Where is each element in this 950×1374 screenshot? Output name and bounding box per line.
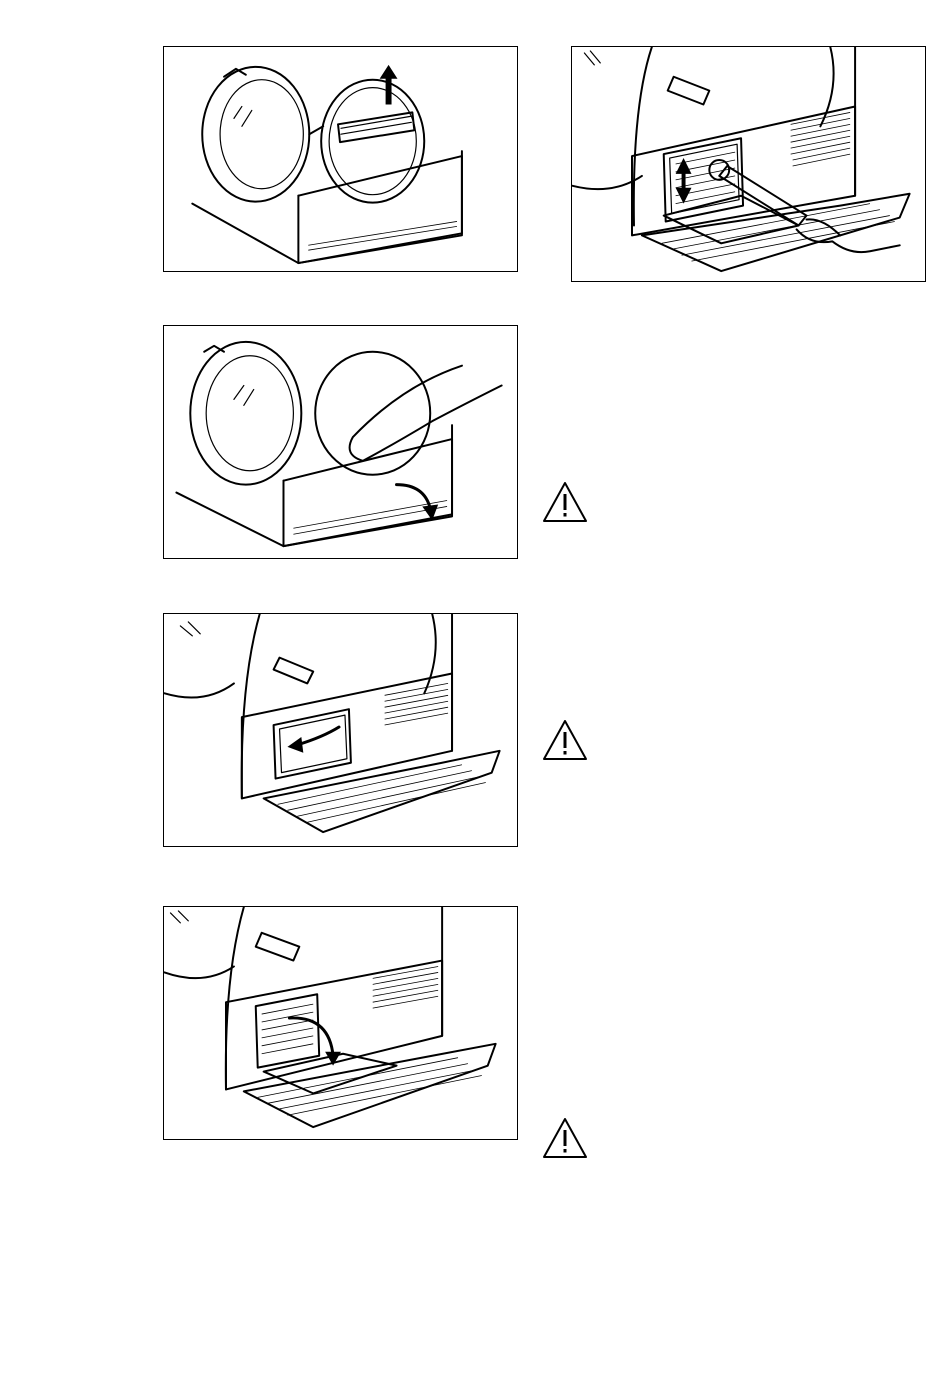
- dryer-door-open-drawing: [164, 47, 517, 271]
- pull-filter-drawing: [164, 907, 517, 1139]
- illustration-clean-filter-with-vacuum: [571, 46, 926, 282]
- turn-lock-drawing: [164, 614, 517, 846]
- illustration-pull-out-filter: [163, 906, 518, 1140]
- warning-triangle-icon: [541, 480, 589, 524]
- warning-triangle-icon: [541, 718, 589, 762]
- illustration-open-plinth-flap: [163, 325, 518, 559]
- open-flap-drawing: [164, 326, 517, 558]
- vacuum-cleaning-drawing: [572, 47, 925, 281]
- illustration-turn-filter-lock: [163, 613, 518, 847]
- illustration-remove-door-filter: [163, 46, 518, 272]
- warning-triangle-icon: [541, 1116, 589, 1160]
